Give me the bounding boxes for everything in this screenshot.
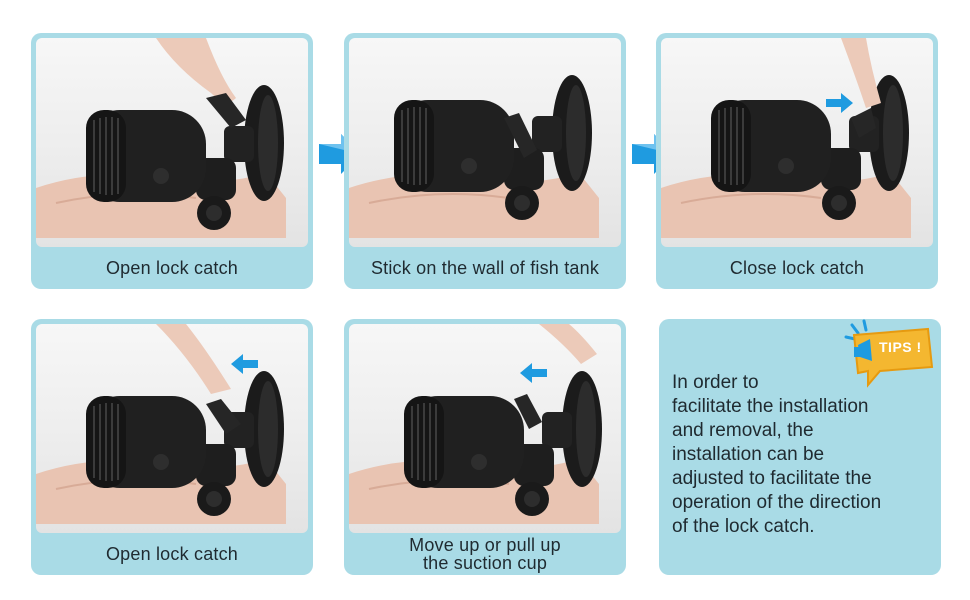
step-card-stick-on-wall: Stick on the wall of fish tank (344, 33, 626, 289)
caption-line-1: Move up or pull up (409, 535, 561, 555)
step-photo-pull-suction-cup (349, 324, 621, 533)
step-photo-stick-on-wall (349, 38, 621, 247)
step-card-open-lock-2: Open lock catch (31, 319, 313, 575)
step-caption: Close lock catch (729, 258, 865, 278)
small-arrow-icon (826, 93, 853, 113)
step-photo-close-lock (661, 38, 933, 247)
step-photo-open-lock-1 (36, 38, 308, 247)
step-card-open-lock-1: Open lock catch (31, 33, 313, 289)
pump-image (36, 324, 287, 525)
step-caption: Stick on the wall of fish tank (370, 258, 600, 278)
step-card-pull-suction-cup: Move up or pull up the suction cup (344, 319, 626, 575)
step-photo-open-lock-2 (36, 324, 308, 533)
pump-image (661, 38, 912, 239)
caption-line-2: the suction cup (422, 553, 548, 573)
step-caption-two-line: Move up or pull up the suction cup (344, 533, 626, 575)
small-arrow-icon (520, 363, 547, 383)
step-caption: Open lock catch (105, 258, 239, 278)
step-card-close-lock: Close lock catch (656, 33, 938, 289)
pump-image (36, 38, 287, 239)
pump-image (349, 324, 603, 525)
speech-bubble-megaphone-icon: TIPS ! (844, 319, 936, 389)
small-arrow-icon (231, 354, 258, 374)
tips-card: TIPS ! In order to facilitate the instal… (659, 319, 941, 575)
tips-text: In order to facilitate the installation … (672, 372, 882, 537)
step-caption: Open lock catch (105, 544, 239, 564)
pump-image (349, 74, 600, 239)
tips-badge-label: TIPS ! (879, 339, 922, 355)
